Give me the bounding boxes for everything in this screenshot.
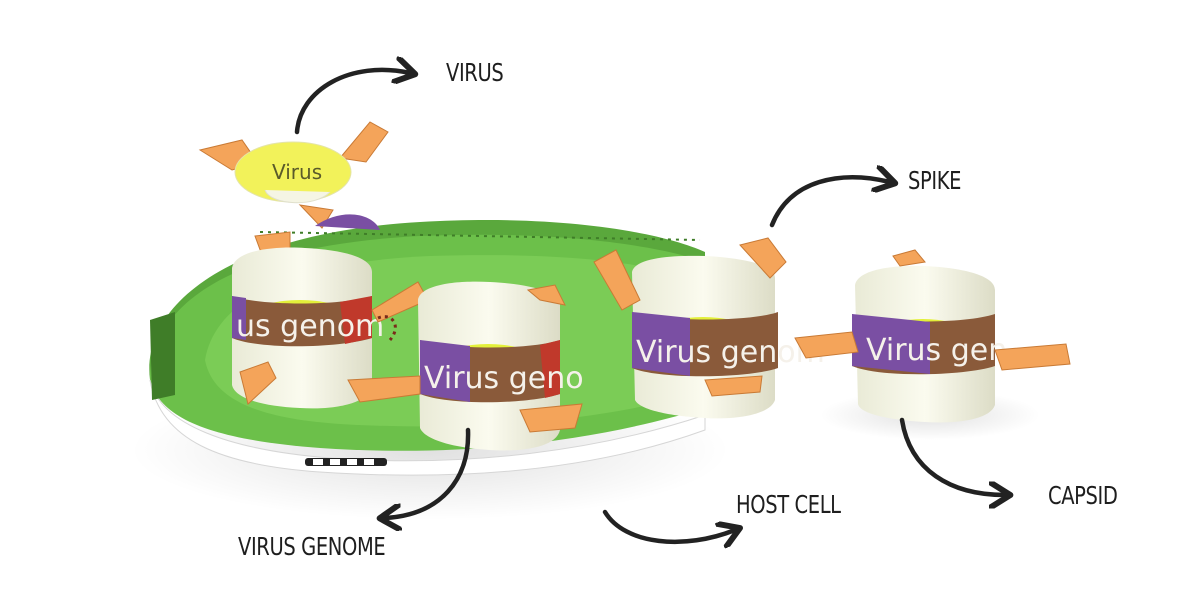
arrow-virus bbox=[294, 70, 410, 135]
virus-model-3: Virus genom bbox=[593, 237, 825, 419]
virus-disc-label: Virus bbox=[272, 160, 322, 184]
virus-model-2: Virus geno bbox=[347, 281, 584, 451]
arrow-spike bbox=[769, 177, 890, 228]
annotation-arrows bbox=[294, 70, 1005, 542]
virus-model-top: Virus bbox=[198, 121, 389, 256]
label-virus-genome: VIRUS GENOME bbox=[238, 532, 386, 561]
arrow-host-cell bbox=[602, 509, 735, 542]
band-label-2: Virus geno bbox=[424, 361, 584, 396]
band-label-1: us genom bbox=[236, 309, 384, 344]
label-capsid: CAPSID bbox=[1048, 481, 1118, 510]
label-virus: VIRUS bbox=[446, 58, 504, 87]
virus-model-4: Virus gen bbox=[794, 249, 1071, 423]
band-label-4: Virus gen bbox=[866, 333, 1007, 368]
band-label-3: Virus genom bbox=[636, 335, 825, 370]
label-spike: SPIKE bbox=[908, 166, 962, 195]
arrow-capsid bbox=[899, 417, 1005, 495]
arrow-virus-genome bbox=[385, 427, 471, 518]
label-host-cell: HOST CELL bbox=[736, 490, 841, 519]
virus-model-1: us genom bbox=[232, 247, 429, 409]
